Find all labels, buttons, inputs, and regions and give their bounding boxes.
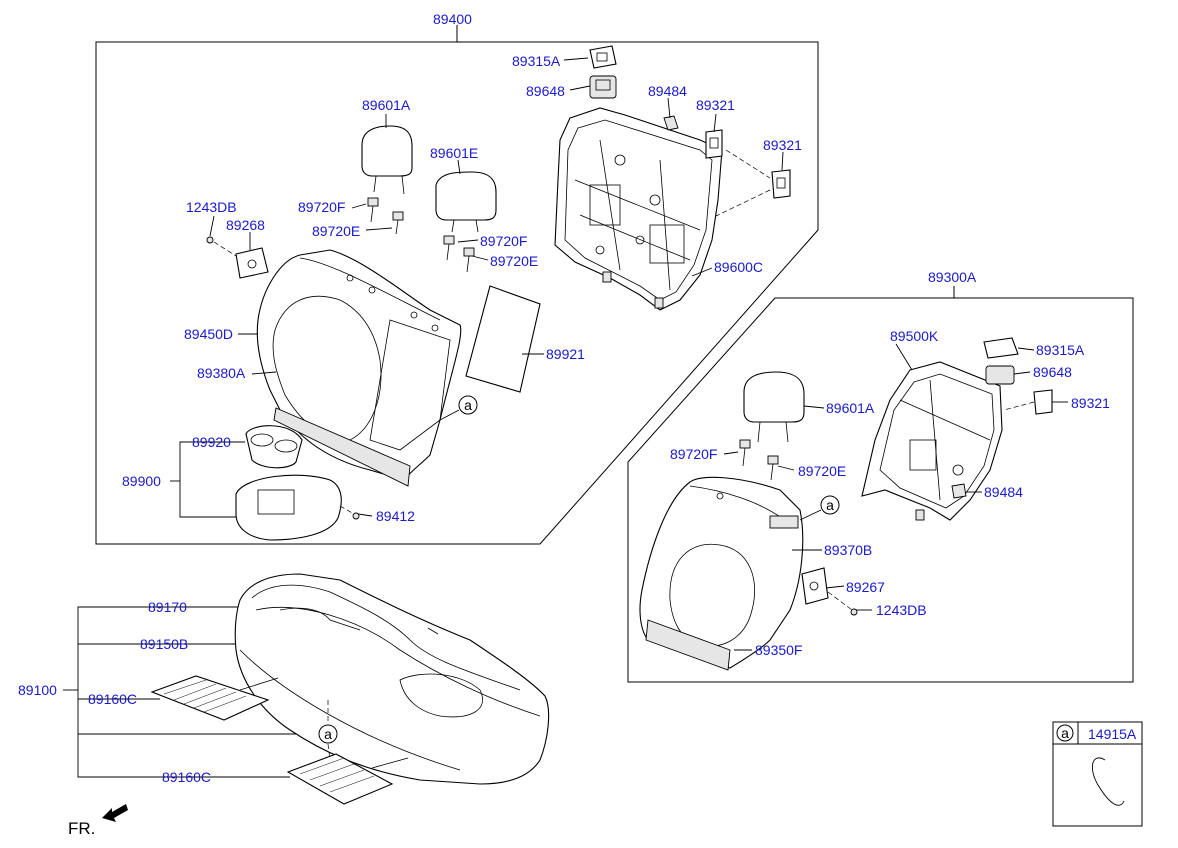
bracket-89100 <box>63 606 318 778</box>
svg-text:a: a <box>1061 725 1069 741</box>
bracket-89267 <box>801 567 858 616</box>
label-89350F: 89350F <box>755 642 802 658</box>
label-89267: 89267 <box>846 579 885 595</box>
label-89400: 89400 <box>433 11 472 27</box>
label-89601A-left: 89601A <box>362 97 411 113</box>
label-89160C-a: 89160C <box>88 691 137 707</box>
label-89900: 89900 <box>122 473 161 489</box>
label-89648-right: 89648 <box>1033 364 1072 380</box>
leader-lines <box>209 57 1068 651</box>
label-89412: 89412 <box>376 508 415 524</box>
label-89321-left-a: 89321 <box>696 97 735 113</box>
label-89315A-left: 89315A <box>512 53 561 69</box>
frame-89400 <box>95 25 819 545</box>
mat-89160C-a <box>150 675 279 721</box>
frame-89300A <box>627 286 1134 683</box>
cover-89321-right <box>1003 389 1053 415</box>
label-89720F-b: 89720F <box>480 233 527 249</box>
seatback-frame-left <box>554 107 723 311</box>
label-89648-left: 89648 <box>526 83 565 99</box>
trim-89315A-right <box>983 337 1019 359</box>
armrest-body <box>235 474 360 541</box>
label-89321-right: 89321 <box>1071 395 1110 411</box>
label-89450D: 89450D <box>184 326 233 342</box>
label-89600C: 89600C <box>714 259 763 275</box>
front-label: FR. <box>68 819 95 838</box>
label-89720F-c: 89720F <box>670 446 717 462</box>
bracket-89900 <box>170 441 245 518</box>
label-89170: 89170 <box>148 599 187 615</box>
seatback-frame-right <box>861 361 1003 521</box>
svg-text:a: a <box>464 397 472 413</box>
cover-89321-left-b <box>771 169 791 199</box>
label-89300A: 89300A <box>928 269 977 285</box>
callout-a-left: a <box>439 395 478 421</box>
bolt-89484-left <box>663 115 679 131</box>
lock-89648-right <box>985 365 1015 385</box>
label-89380A: 89380A <box>197 365 246 381</box>
front-arrow-icon <box>102 804 128 822</box>
callout-a-right: a <box>799 495 840 521</box>
trim-89315A-left <box>589 45 617 69</box>
svg-text:a: a <box>826 497 834 513</box>
cushion <box>234 573 550 785</box>
legend-part-label: 14915A <box>1088 726 1137 742</box>
bolt-89484-right <box>951 483 967 499</box>
mat-89160C-b <box>286 753 409 805</box>
label-89720F-a: 89720F <box>298 199 345 215</box>
label-89268: 89268 <box>226 217 265 233</box>
callout-a-legend: a <box>1056 724 1074 742</box>
label-89150B: 89150B <box>140 636 188 652</box>
cupholder-89920 <box>245 425 303 469</box>
labels: 89400 89300A 89100 89900 89315A 89648 89… <box>18 11 1137 838</box>
label-89484-right: 89484 <box>984 484 1023 500</box>
bracket-89268 <box>206 236 269 279</box>
label-89100: 89100 <box>18 682 57 698</box>
headrest-89601A-left <box>361 125 413 195</box>
guides-89720-right <box>739 439 779 481</box>
callout-a-cushion: a <box>318 724 338 744</box>
label-89500K: 89500K <box>890 328 939 344</box>
label-89160C-b: 89160C <box>162 769 211 785</box>
label-89921: 89921 <box>546 346 585 362</box>
label-89720E-a: 89720E <box>312 223 360 239</box>
label-89315A-right: 89315A <box>1036 342 1085 358</box>
label-89601E: 89601E <box>430 145 478 161</box>
seatback-right <box>639 476 804 671</box>
legend-box <box>1052 721 1143 827</box>
headrest-89601E <box>435 171 497 233</box>
pad-89921 <box>465 285 541 393</box>
label-89720E-c: 89720E <box>798 463 846 479</box>
label-1243DB-right: 1243DB <box>876 602 927 618</box>
label-89484-left: 89484 <box>648 83 687 99</box>
guides-89720-left <box>367 197 475 273</box>
lock-89648-left <box>589 75 617 99</box>
label-89321-left-b: 89321 <box>763 137 802 153</box>
label-89601A-right: 89601A <box>826 400 875 416</box>
label-1243DB-left: 1243DB <box>186 199 237 215</box>
svg-text:a: a <box>324 726 332 742</box>
cover-89321-left-a <box>705 129 723 159</box>
label-89920: 89920 <box>192 434 231 450</box>
label-89370B: 89370B <box>824 542 872 558</box>
label-89720E-b: 89720E <box>490 253 538 269</box>
headrest-89601A-right <box>743 371 805 443</box>
